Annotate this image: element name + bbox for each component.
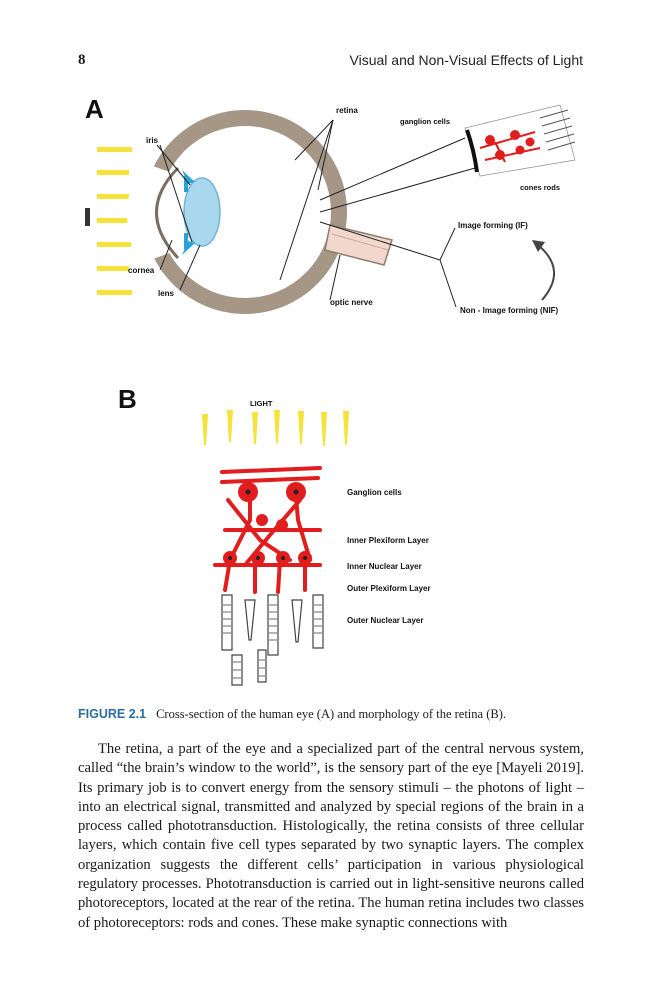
label-retina: retina [336,106,358,115]
label-ganglion-cells: ganglion cells [400,117,450,126]
light-rays-a [97,147,132,295]
figure-caption-label: FIGURE 2.1 [78,707,147,721]
panel-a-letter: A [85,94,104,124]
page-number: 8 [78,52,86,68]
label-light: LIGHT [250,399,273,408]
eyeball [126,110,393,314]
figure-caption: FIGURE 2.1 Cross-section of the human eye… [78,707,588,722]
photoreceptor-discs [223,604,322,679]
layer-label-inner-nuclear: Inner Nuclear Layer [347,562,422,571]
label-cones-rods: cones rods [520,183,560,192]
panel-b-letter: B [118,384,137,414]
layer-label-ganglion-cells: Ganglion cells [347,488,402,497]
label-non-image-forming: Non - Image forming (NIF) [460,306,559,315]
light-marker [85,208,90,226]
layer-label-outer-nuclear: Outer Nuclear Layer [347,616,423,625]
neuron-nuclei [228,489,307,560]
leader-lines-a [156,119,476,308]
figure-2-1: A [85,94,576,686]
layer-label-inner-plexiform: Inner Plexiform Layer [347,536,429,545]
label-iris: iris [146,136,159,145]
label-optic-nerve: optic nerve [330,298,373,307]
light-rays-b [202,410,349,446]
curved-arrow [537,244,556,301]
label-cornea: cornea [128,266,155,275]
running-title: Visual and Non-Visual Effects of Light [349,52,583,68]
body-paragraph: The retina, a part of the eye and a spec… [78,741,584,931]
label-lens: lens [158,289,175,298]
layer-label-outer-plexiform: Outer Plexiform Layer [347,584,431,593]
curved-arrow-head-icon [532,240,545,252]
label-image-forming: Image forming (IF) [458,221,528,230]
retina-inset [464,104,576,177]
figure-caption-text: Cross-section of the human eye (A) and m… [156,707,506,721]
neuron-cell-bodies [223,482,312,565]
